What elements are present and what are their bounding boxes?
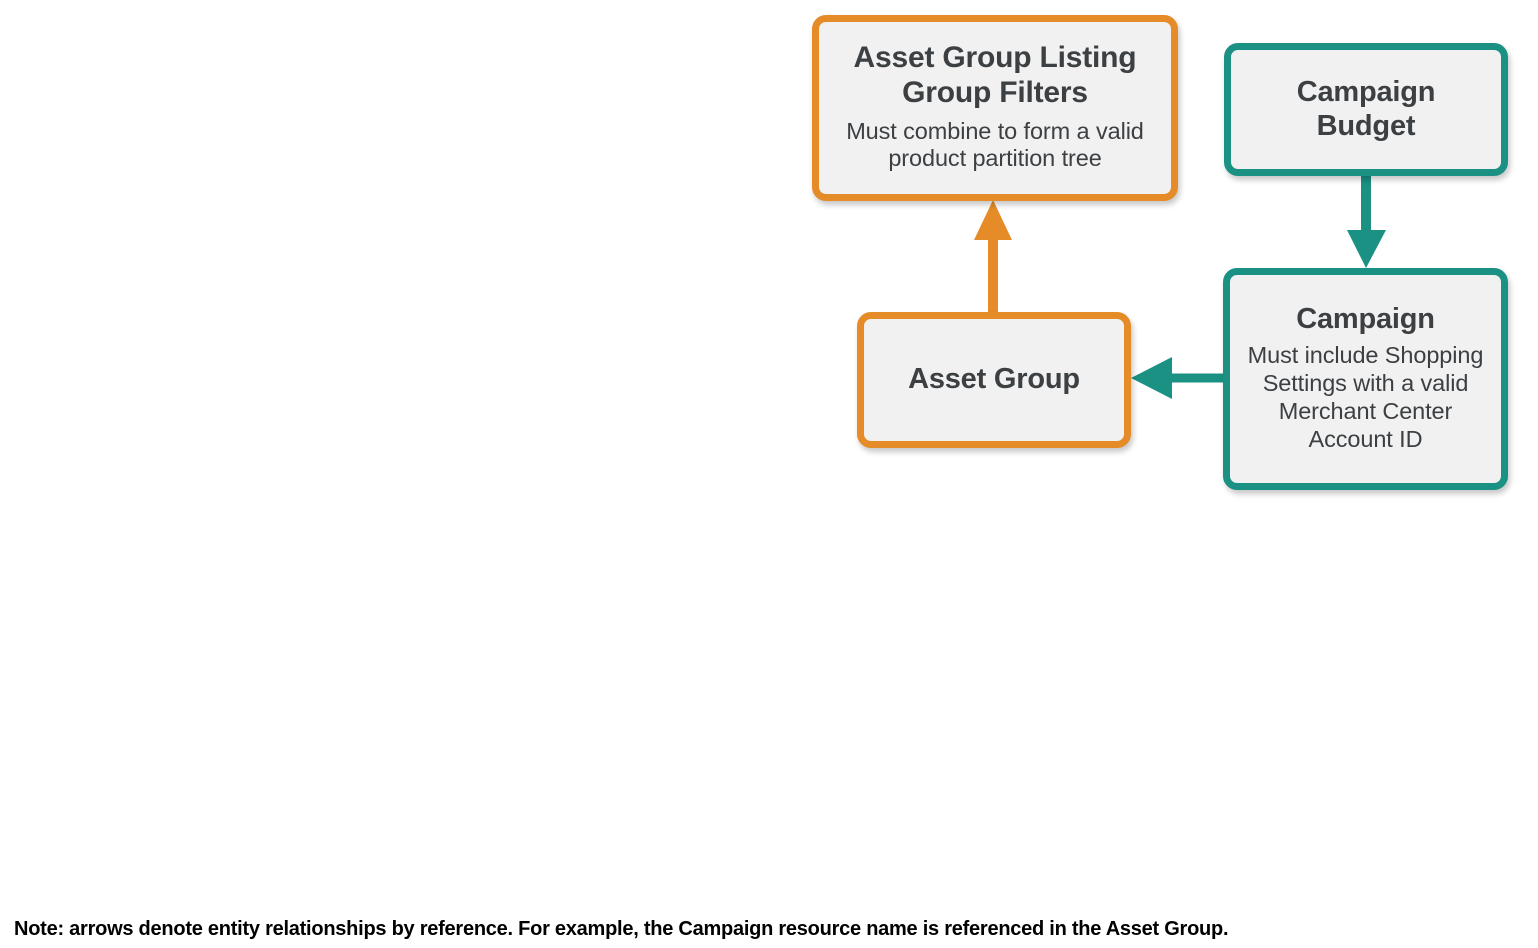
node-asset-group[interactable]: Asset Group [857, 312, 1131, 448]
node-title: Asset Group Listing Group Filters [853, 40, 1137, 109]
node-title: Campaign [1296, 302, 1435, 335]
edge-campaign-to-asset-group [1131, 357, 1225, 399]
edge-asset-group-to-listing-group-filters [974, 200, 1012, 314]
diagram-note: Note: arrows denote entity relationships… [14, 918, 1229, 940]
node-title: Campaign Budget [1296, 75, 1436, 142]
node-asset-group-listing-group-filters[interactable]: Asset Group Listing Group Filters Must c… [812, 15, 1178, 201]
node-campaign[interactable]: Campaign Must include Shopping Settings … [1223, 268, 1508, 490]
node-title: Asset Group [908, 363, 1080, 396]
node-subtitle: Must combine to form a valid product par… [846, 117, 1144, 172]
node-subtitle: Must include Shopping Settings with a va… [1247, 342, 1484, 452]
node-campaign-budget[interactable]: Campaign Budget [1224, 43, 1508, 176]
edge-campaign-budget-to-campaign [1347, 174, 1386, 268]
